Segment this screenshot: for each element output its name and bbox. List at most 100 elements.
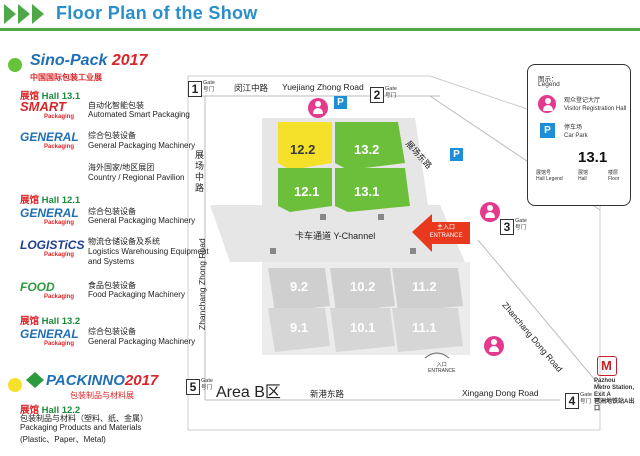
general-packaging-logo: GENERAL Packaging	[20, 325, 80, 349]
sinopack-brand: Sino-Pack	[30, 52, 108, 69]
hall-13-1-shape	[335, 168, 410, 212]
truck-icon	[410, 248, 416, 254]
category-cn: 物流仓储设备及系统	[88, 237, 160, 246]
road-zhanchang-en: Zhanchang Zhong Road	[197, 238, 207, 330]
category-en: Automated Smart Packaging	[88, 110, 190, 119]
road-xingang-cn: 新港东路	[310, 389, 345, 399]
packinno-mark-icon	[26, 372, 44, 388]
chevron-icon	[18, 4, 30, 24]
entrance-small-en: ENTRANCE	[428, 368, 456, 374]
general-packaging-logo: GENERAL Packaging	[20, 204, 80, 228]
hall-en: Hall 13.1	[41, 91, 81, 102]
entrance-cn: 主入口	[436, 225, 455, 231]
visitor-registration-icon	[480, 202, 500, 222]
entrance-small-label: 入口 ENTRANCE	[428, 362, 456, 374]
food-packaging-logo: FOOD Packaging	[20, 278, 80, 302]
category-en: and Systems	[88, 257, 135, 266]
hall-cn: 展馆	[20, 91, 40, 102]
metro-line: Metro Station,	[594, 385, 634, 391]
category-cn: 食品包装设备	[88, 281, 136, 290]
logo-text: FOOD	[20, 280, 55, 294]
gate-label-en: Gate	[201, 378, 213, 384]
gate-label-en: Gate	[385, 86, 397, 92]
hall-12-1-label: 12.1	[294, 184, 320, 199]
hall-cn: 展馆	[20, 195, 40, 206]
legend-floor-cn: 楼层	[608, 170, 619, 176]
parking-icon: P	[334, 96, 347, 109]
truck-icon	[270, 248, 276, 254]
logistics-packaging-logo: LOGISTiCS Packaging	[20, 236, 84, 260]
legend-hall-number: 13.1	[578, 149, 608, 166]
metro-line: Exit A	[594, 392, 611, 398]
road-xingang-en: Xingang Dong Road	[462, 388, 539, 398]
metro-label: Pazhou Metro Station, Exit A 琶洲地铁站A出口	[594, 378, 640, 413]
legend-title-en: Legend	[538, 81, 560, 88]
legend-hall-legend-cn: 展馆号	[536, 170, 552, 176]
y-channel-area	[210, 205, 465, 262]
packinno-desc-en: Packaging Products and Materials	[20, 423, 142, 432]
hall-11-1-label: 11.1	[412, 320, 437, 335]
hall-cn: 展馆	[20, 405, 40, 416]
hall-13-2-title: 展馆 Hall 13.2	[20, 313, 80, 327]
map-legend: 图示： Legend 观众登记大厅 Visitor Registration H…	[527, 64, 631, 206]
category-cn: 综合包装设备	[88, 207, 136, 216]
sinopack-year: 2017	[111, 52, 148, 69]
gate-label-cn: 号门	[515, 225, 527, 231]
hall-9-1-shape	[268, 308, 330, 352]
packinno-year: 2017	[124, 372, 159, 389]
gate-label-cn: 号门	[385, 93, 397, 99]
visitor-registration-icon	[538, 95, 556, 113]
logo-subtext: Packaging	[44, 294, 75, 300]
hall-en: Hall 13.2	[41, 316, 81, 327]
packinno-subtitle: 包装制品与材料展	[70, 391, 134, 400]
general-packaging-logo: GENERAL Packaging	[20, 128, 80, 152]
hall-9-2-label: 9.2	[290, 279, 309, 294]
hall-13-1-label: 13.1	[354, 184, 380, 199]
packinno-desc-cn: 包装制品与材料（塑料、纸、金属）	[20, 414, 148, 423]
gate-label-cn: 号门	[201, 385, 213, 391]
logo-subtext: Packaging	[44, 341, 75, 347]
gate-number: 5	[186, 379, 200, 395]
legend-hall-legend-en: Hall Legend	[536, 176, 563, 182]
category-cn: 综合包装设备	[88, 327, 136, 336]
gate-label-en: Gate	[515, 218, 527, 224]
hall-11-2-shape	[392, 268, 463, 312]
category-cn: 自动化智能包装	[88, 101, 144, 110]
hall-13-1-title: 展馆 Hall 13.1	[20, 88, 80, 102]
gate-number: 2	[370, 87, 384, 103]
chevron-icon	[4, 4, 16, 24]
hall-12-1-shape	[278, 168, 332, 212]
main-entrance-label: 主入口 ENTRANCE	[425, 224, 467, 240]
gate-number: 4	[565, 393, 579, 409]
hall-10-2-shape	[330, 268, 395, 312]
category-cn: 综合包装设备	[88, 131, 136, 140]
packinno-name: PACKINNO	[46, 372, 125, 389]
logo-text: LOGISTiCS	[20, 238, 85, 252]
entrance-small-cn: 入口	[436, 362, 447, 368]
chevron-icon	[32, 4, 44, 24]
gate-label-en: Gate	[580, 392, 592, 398]
logo-text: GENERAL	[20, 130, 79, 144]
hall-11-2-label: 11.2	[412, 279, 437, 294]
category-cn: 海外国家/地区展团	[88, 163, 155, 172]
visitor-registration-icon	[484, 336, 504, 356]
y-channel-label: 卡车通道 Y-Channel	[295, 231, 376, 241]
logo-subtext: Packaging	[44, 252, 75, 258]
logo-subtext: Packaging	[44, 114, 75, 120]
parking-icon: P	[450, 148, 463, 161]
hall-10-2-label: 10.2	[350, 279, 376, 294]
entrance-arch	[424, 352, 450, 359]
smart-packaging-logo: SMART Packaging	[20, 98, 80, 122]
gate-label-cn: 号门	[580, 399, 592, 405]
legend-hall-cn: 展馆	[578, 170, 589, 176]
page-title: Floor Plan of the Show	[56, 3, 258, 23]
area-b-label: Area B区	[216, 384, 281, 401]
hall-en: Hall 12.2	[41, 405, 81, 416]
parking-icon: P	[540, 123, 555, 138]
hall-12-2-label: 12.2	[290, 142, 316, 157]
